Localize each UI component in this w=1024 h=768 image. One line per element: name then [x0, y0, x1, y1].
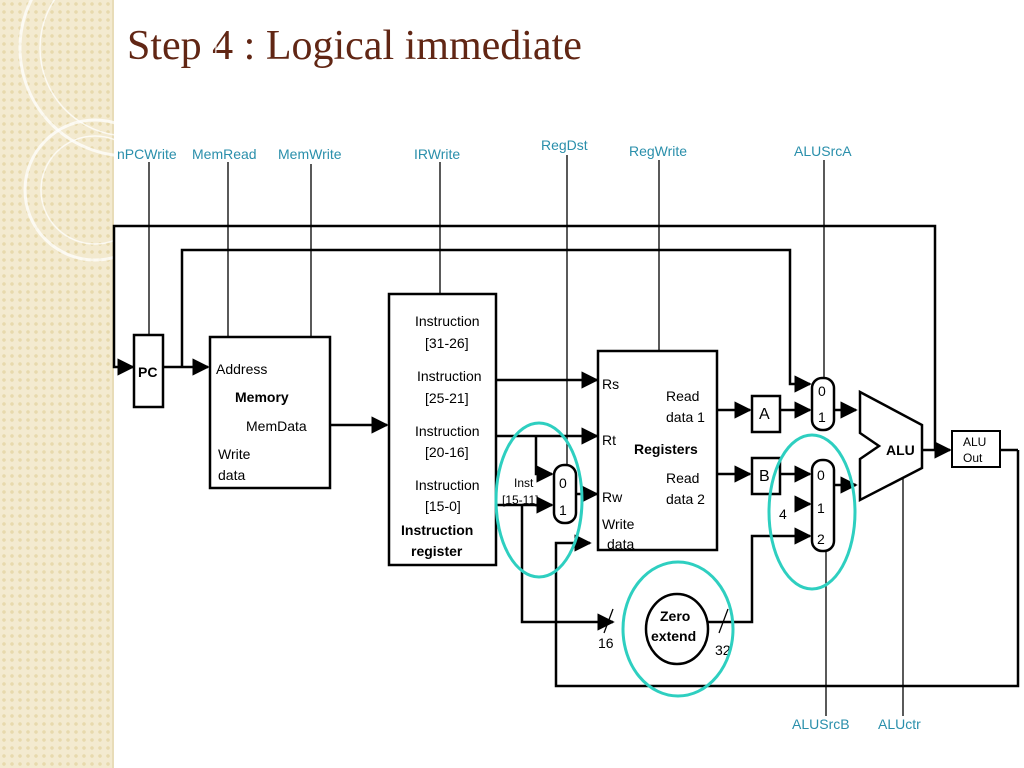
reg-read1-l2: data 1 — [666, 409, 705, 425]
datapath-wires — [112, 224, 1020, 688]
wire-pc-feedback — [112, 224, 937, 450]
reg-rw-label: Rw — [602, 489, 623, 505]
regdst-mux-in0: 0 — [559, 475, 567, 491]
alusrcb-const-4: 4 — [779, 506, 787, 522]
memory-title: Memory — [235, 389, 289, 405]
highlight-rings — [494, 421, 857, 698]
signal-irwrite: IRWrite — [414, 146, 460, 162]
alu-out-l1: ALU — [963, 435, 986, 449]
reg-read2-l1: Read — [666, 470, 699, 486]
zero-extend-l1: Zero — [660, 608, 690, 624]
inst-15-11-l2: [15-11] — [502, 493, 538, 507]
ir-field-20-16-l1: Instruction — [415, 423, 480, 439]
slide-title: Step 4 : Logical immediate — [127, 23, 582, 69]
alusrca-mux-in1: 1 — [818, 409, 826, 425]
memory-write-label: Write — [218, 446, 251, 462]
reg-read1-l1: Read — [666, 388, 699, 404]
inst-15-11-l1: Inst — [514, 476, 534, 490]
reg-rs-label: Rs — [602, 376, 619, 392]
instruction-register — [387, 292, 498, 567]
ir-field-15-0-l2: [15-0] — [425, 498, 461, 514]
zext-out-width: 32 — [715, 642, 731, 658]
memory-address-label: Address — [216, 361, 267, 377]
regdst-mux-in1: 1 — [559, 502, 567, 518]
reg-b-label: B — [759, 468, 770, 485]
alusrcb-mux-in2: 2 — [817, 531, 825, 547]
highlight-regdst — [494, 421, 584, 579]
highlight-zero-extend — [621, 560, 735, 698]
reg-a — [750, 394, 782, 434]
pc-register — [132, 333, 165, 409]
wire-zext-mux — [708, 527, 812, 624]
registers-title: Registers — [634, 441, 698, 457]
control-lines — [148, 155, 904, 716]
ir-title-l2: register — [411, 543, 463, 559]
alu-label: ALU — [886, 442, 915, 458]
alusrcb-mux-in0: 0 — [817, 467, 825, 483]
sidebar-divider — [112, 0, 114, 768]
signal-alusrcb: ALUSrcB — [792, 716, 850, 732]
wire-imm — [496, 503, 615, 631]
alusrca-mux-in0: 0 — [818, 383, 826, 399]
signal-memwrite: MemWrite — [278, 146, 342, 162]
memory-data-label: data — [218, 467, 245, 483]
wire-aluout-loop — [554, 450, 1020, 688]
reg-write-l1: Write — [602, 516, 635, 532]
regdst-mux — [552, 463, 578, 525]
signal-aluctr: ALUctr — [878, 716, 921, 732]
reg-a-label: A — [759, 406, 770, 423]
decorative-rings — [18, 0, 238, 262]
highlight-alusrcb — [767, 433, 857, 591]
zero-extend — [644, 592, 710, 666]
ir-field-25-21-l2: [25-21] — [425, 390, 469, 406]
alu-out-l2: Out — [963, 451, 983, 465]
zext-in-width: 16 — [598, 635, 614, 651]
ir-field-15-0-l1: Instruction — [415, 477, 480, 493]
wire-pc-to-alusrca — [180, 248, 812, 393]
control-signal-labels: nPCWrite MemRead MemWrite IRWrite RegDst… — [117, 137, 921, 732]
bus-width-marks — [603, 608, 729, 634]
reg-rt-label: Rt — [602, 432, 616, 448]
zero-extend-l2: extend — [651, 628, 696, 644]
register-file — [596, 349, 719, 552]
signal-npcwrite: nPCWrite — [117, 146, 177, 162]
signal-memread: MemRead — [192, 146, 257, 162]
ir-field-25-21-l1: Instruction — [417, 368, 482, 384]
signal-alusrca: ALUSrcA — [794, 143, 852, 159]
signal-regwrite: RegWrite — [629, 143, 687, 159]
reg-write-l2: data — [607, 536, 634, 552]
ir-field-31-26-l1: Instruction — [415, 313, 480, 329]
alu-out-register — [951, 430, 1001, 468]
pc-label: PC — [138, 364, 157, 380]
alusrcb-mux-in1: 1 — [817, 500, 825, 516]
wire-rt-to-mux — [534, 436, 554, 483]
ir-title-l1: Instruction — [401, 522, 473, 538]
memory-memdata-label: MemData — [246, 418, 307, 434]
ir-field-20-16-l2: [20-16] — [425, 444, 469, 460]
signal-regdst: RegDst — [541, 137, 588, 153]
alusrcb-mux — [810, 458, 836, 553]
alusrca-mux — [810, 376, 836, 432]
ir-field-31-26-l2: [31-26] — [425, 335, 469, 351]
reg-read2-l2: data 2 — [666, 491, 705, 507]
alu — [858, 389, 924, 503]
memory-block — [208, 335, 332, 490]
